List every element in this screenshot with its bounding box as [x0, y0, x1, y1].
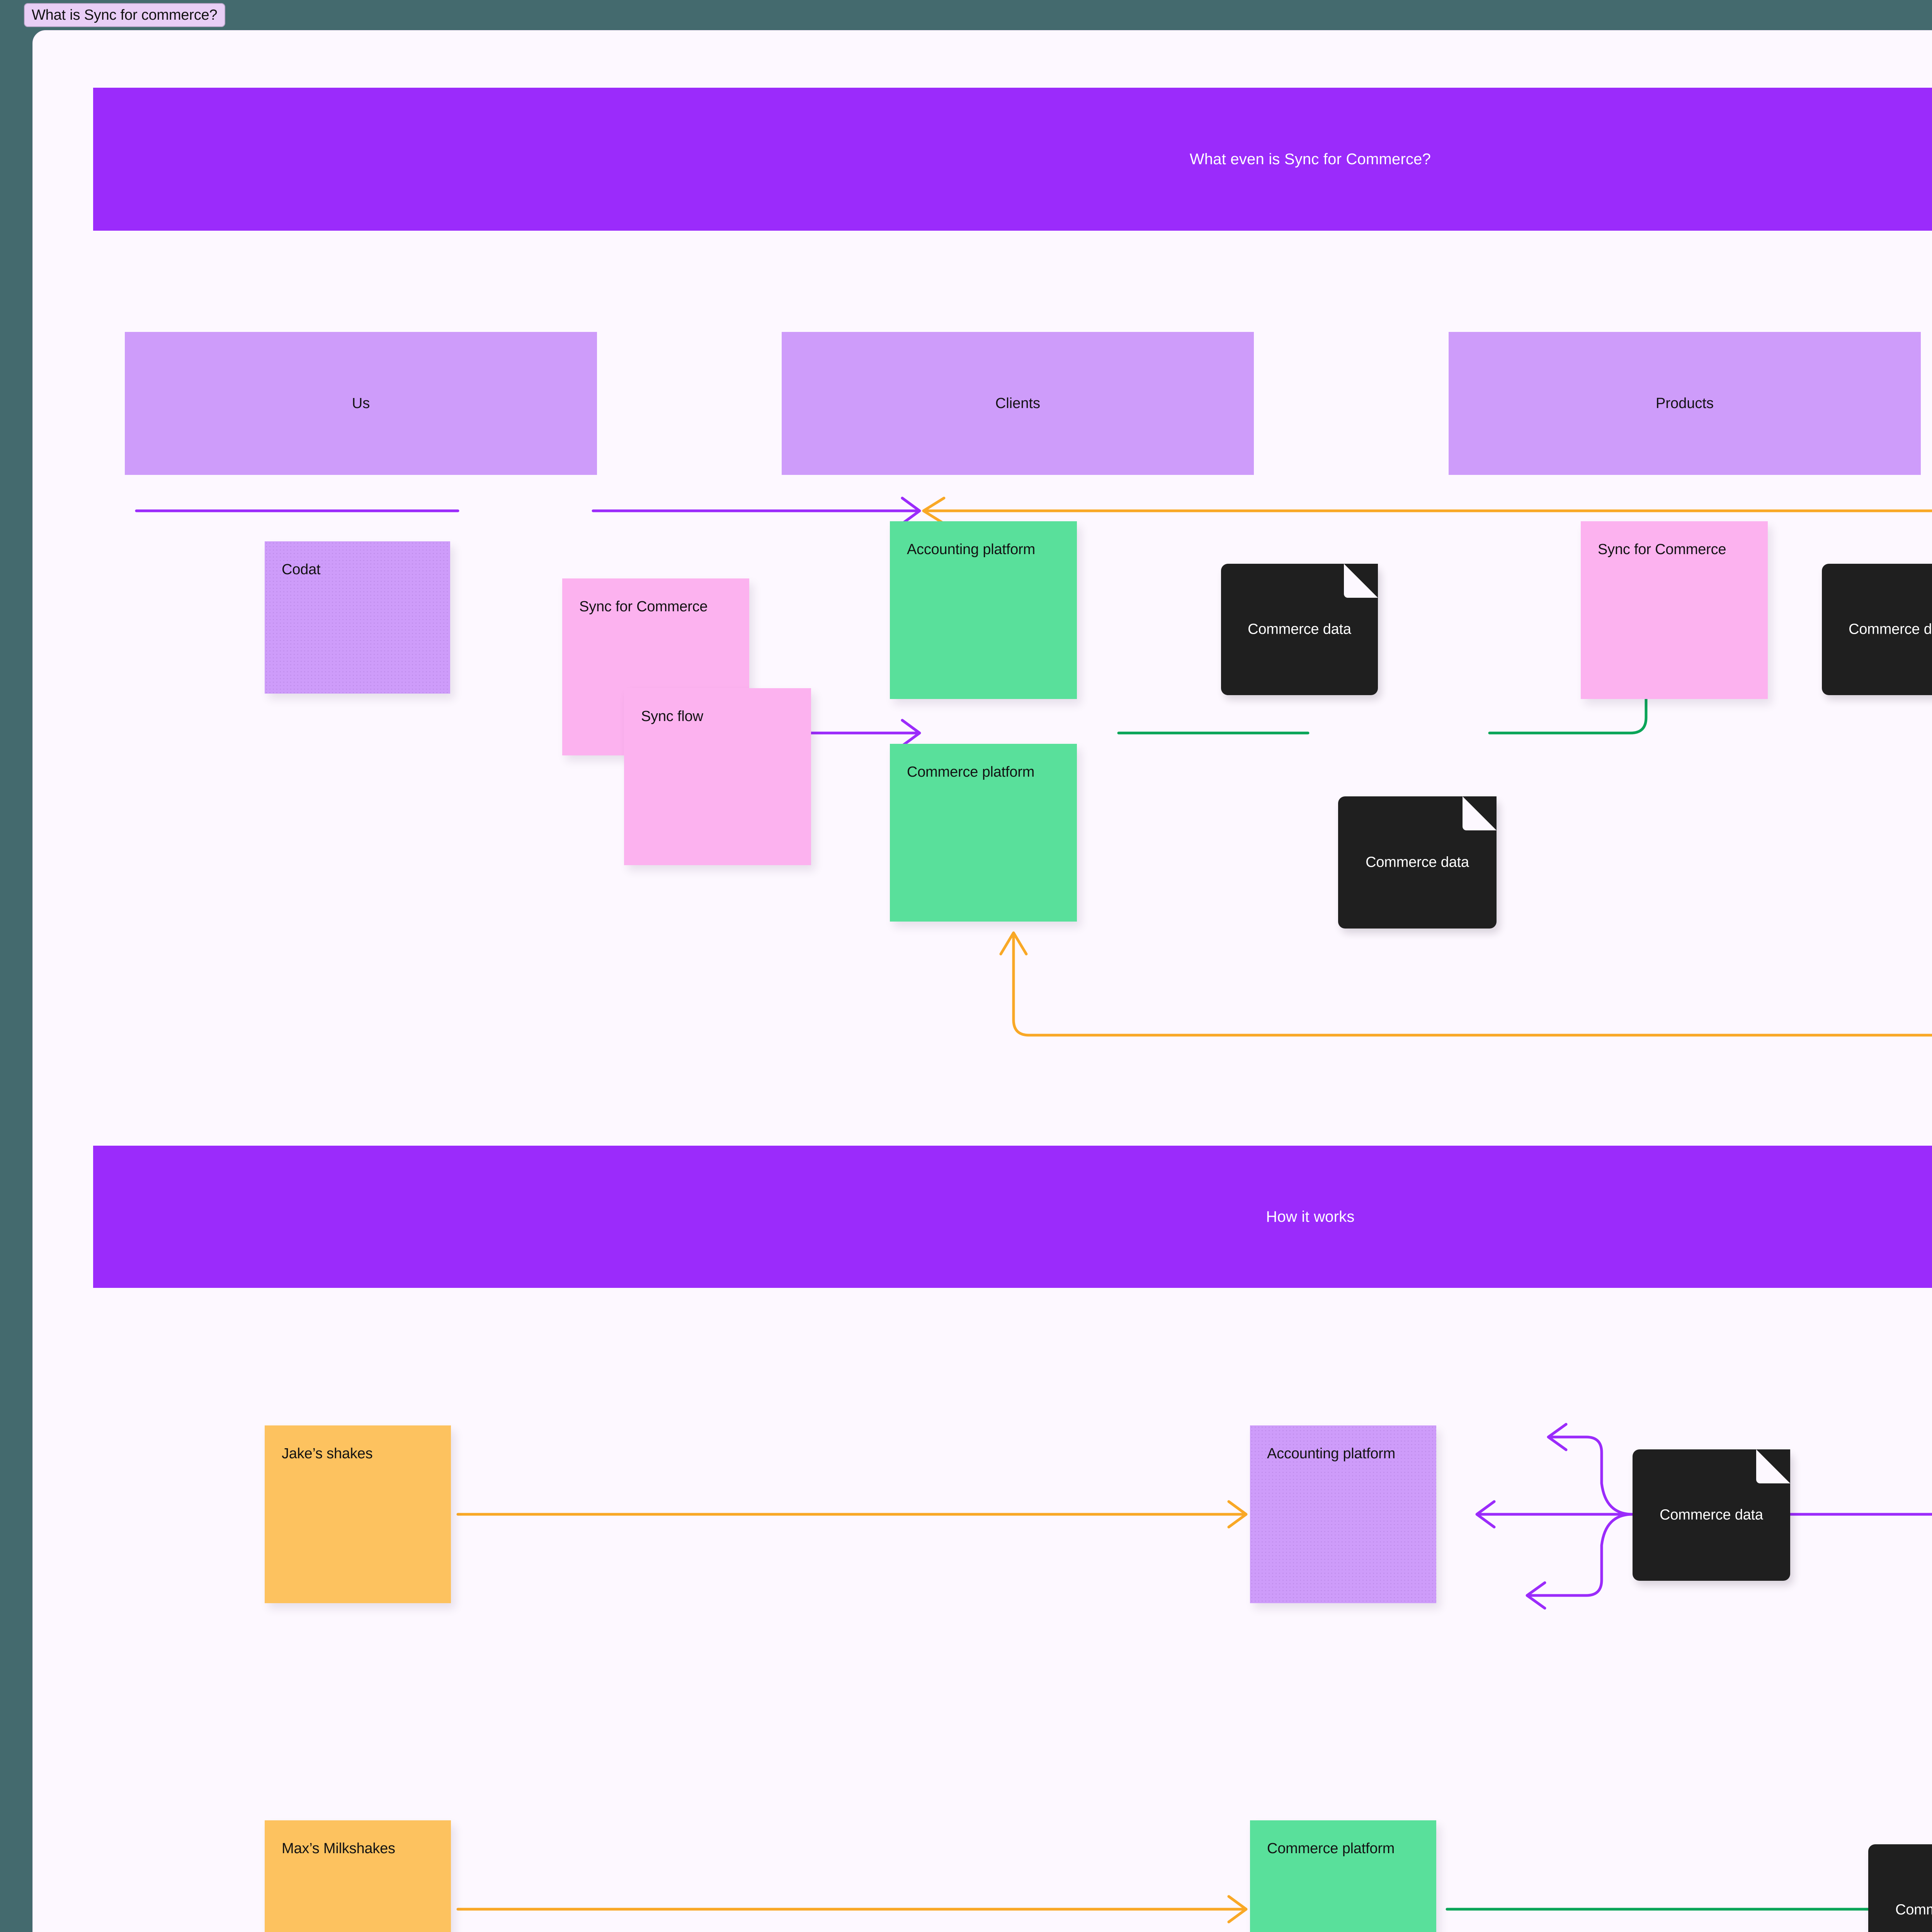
page-fold-icon — [1463, 796, 1497, 830]
document-how1-commerce-data[interactable]: Commerce data — [1633, 1449, 1790, 1581]
banner-how-label: How it works — [1266, 1208, 1355, 1225]
card-how1-accounting-platform[interactable]: Accounting platform — [1250, 1425, 1436, 1603]
card-how2-commerce-platform[interactable]: Commerce platform — [1250, 1820, 1436, 1932]
document-how2-commerce-data[interactable]: Commerce data — [1868, 1844, 1932, 1932]
card-commerce-platform-label: Commerce platform — [907, 764, 1035, 780]
card-commerce-platform[interactable]: Commerce platform — [890, 744, 1077, 922]
page-fold-icon — [1756, 1449, 1790, 1483]
column-header-clients-label: Clients — [995, 395, 1041, 412]
column-header-products[interactable]: Products — [1449, 332, 1921, 475]
arrowhead-sync-to-accounting — [901, 497, 921, 525]
whiteboard-canvas[interactable]: What even is Sync for Commerce? Us Clien… — [32, 30, 1932, 1932]
banner-what-label: What even is Sync for Commerce? — [1189, 150, 1431, 168]
card-codat-label: Codat — [282, 561, 321, 578]
column-header-clients[interactable]: Clients — [782, 332, 1254, 475]
how-it-works-connectors — [456, 1423, 1932, 1923]
document-commerce-data-mid[interactable]: Commerce data — [1338, 796, 1497, 929]
arrowhead-how1-branch-down — [1526, 1581, 1546, 1610]
card-how2-maxs-milkshakes[interactable]: Max’s Milkshakes — [265, 1820, 451, 1932]
card-sync-for-commerce-label: Sync for Commerce — [579, 599, 708, 615]
arrowhead-how1-center — [1475, 1500, 1496, 1529]
card-accounting-platform[interactable]: Accounting platform — [890, 521, 1077, 699]
card-sync-flow-label: Sync flow — [641, 708, 703, 724]
column-header-products-label: Products — [1656, 395, 1714, 412]
wire-how1-branch-up — [1548, 1435, 1634, 1516]
card-codat[interactable]: Codat — [265, 541, 450, 694]
wire-how1-branch-down — [1527, 1513, 1634, 1597]
browser-tab[interactable]: What is Sync for commerce? — [24, 3, 225, 27]
banner-how-it-works[interactable]: How it works — [93, 1146, 1932, 1288]
document-commerce-data-top[interactable]: Commerce data — [1221, 564, 1378, 695]
banner-what-even-is-sync-for-commerce[interactable]: What even is Sync for Commerce? — [93, 88, 1932, 231]
document-commerce-data-top-label: Commerce data — [1248, 621, 1351, 638]
arrowhead-how1-branch-up — [1547, 1423, 1568, 1451]
arrowhead-how1-jakes — [1227, 1500, 1248, 1529]
document-commerce-data-right[interactable]: Commerce data — [1822, 564, 1932, 695]
arrowhead-orange-up-commerce — [999, 931, 1028, 956]
column-header-us[interactable]: Us — [125, 332, 597, 475]
card-how1-accounting-platform-label: Accounting platform — [1267, 1446, 1396, 1462]
overview-connectors — [135, 497, 1932, 1037]
card-how1-jakes-shakes[interactable]: Jake’s shakes — [265, 1425, 451, 1603]
wire-docright-down-around — [1012, 509, 1932, 1037]
arrowhead-syncflow-to-commerce — [901, 719, 921, 747]
card-sync-for-commerce-product[interactable]: Sync for Commerce — [1581, 521, 1768, 699]
column-header-us-label: Us — [352, 395, 370, 412]
document-commerce-data-right-label: Commerce data — [1849, 621, 1932, 638]
tab-title: What is Sync for commerce? — [32, 7, 218, 23]
document-how2-commerce-data-label: Commerce data — [1895, 1901, 1932, 1918]
card-how2-maxs-milkshakes-label: Max’s Milkshakes — [282, 1840, 395, 1857]
document-commerce-data-mid-label: Commerce data — [1366, 854, 1469, 871]
card-sync-flow[interactable]: Sync flow — [624, 688, 811, 865]
arrowhead-orange-to-accounting — [922, 497, 946, 525]
card-sync-for-commerce-product-label: Sync for Commerce — [1598, 541, 1726, 558]
card-accounting-platform-label: Accounting platform — [907, 541, 1036, 558]
card-sync-for-commerce[interactable]: Sync for Commerce — [562, 578, 749, 755]
document-how1-commerce-data-label: Commerce data — [1660, 1507, 1763, 1523]
arrowhead-how2-maxs — [1227, 1895, 1248, 1923]
tab-bar: What is Sync for commerce? — [0, 0, 1932, 27]
card-how1-jakes-shakes-label: Jake’s shakes — [282, 1446, 373, 1462]
page-fold-icon — [1344, 564, 1378, 598]
card-how2-commerce-platform-label: Commerce platform — [1267, 1840, 1395, 1857]
